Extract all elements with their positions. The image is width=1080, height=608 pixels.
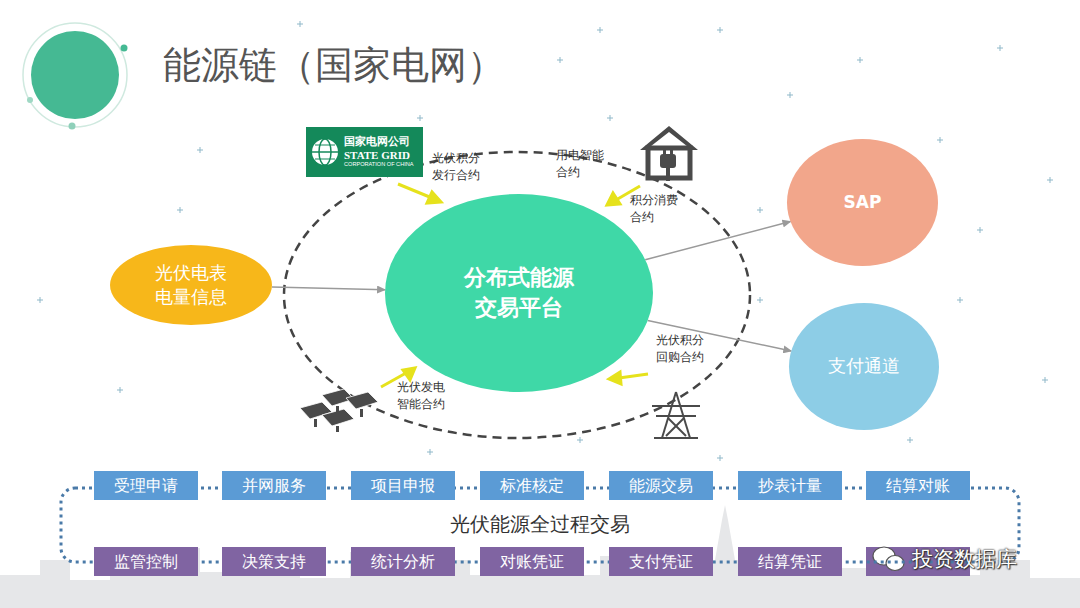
skyline [0,505,1080,608]
contract-label: 光伏积分 回购合约 [656,332,709,367]
node-text: 统计分析 [371,551,435,573]
star [757,207,763,213]
node-text: 分布式能源 交易平台 [457,263,580,322]
star [937,137,943,143]
node-text: 并网服务 [242,475,306,497]
contract-label: 积分消费 合约 [630,192,683,227]
star [177,207,183,213]
solar-panel-icon [300,389,378,432]
star [907,437,913,443]
star [427,449,433,455]
node-text: 结算凭证 [758,551,822,573]
node-text: 标准核定 [500,475,564,497]
title-badge [23,23,128,130]
star [417,115,423,121]
process-box: 结算凭证 [738,547,842,576]
process-box: 结算对账 [866,471,970,500]
ellipse-node: 支付通道 [789,303,939,430]
power-tower-icon [652,392,700,438]
process-box: 项目申报 [351,471,455,500]
star [997,45,1003,51]
node-text: 能源交易 [629,475,693,497]
star [37,297,43,303]
contract-label: 光伏发电 智能合约 [397,379,450,414]
process-box: 统计分析 [351,547,455,576]
contract-label: 用电智能 合约 [556,147,609,182]
process-box: 支付凭证 [609,547,713,576]
star [957,297,963,303]
star-field [37,21,1053,461]
platform-ring [284,152,750,438]
star [977,227,983,233]
slide-title: 能源链（国家电网） [163,40,505,91]
flow-arrow [272,287,385,290]
flow-arrow [645,221,790,259]
ellipse-node: 光伏电表 电量信息 [110,245,272,325]
star [557,57,563,63]
watermark: 投资数据库 [912,544,1004,574]
logo-text: STATE GRID [344,149,410,162]
node-text: 受理申请 [114,475,178,497]
process-box: 标准核定 [480,471,584,500]
node-text: 支付通道 [828,354,900,378]
star [597,27,603,33]
process-box: 抄表计量 [738,471,842,500]
star [1047,177,1053,183]
star [717,27,723,33]
node-text: 监管控制 [114,551,178,573]
logo-text: CORPORATION OF CHINA [344,161,414,167]
node-text: SAP [844,191,882,214]
process-box: 监管控制 [94,547,198,576]
star [297,21,303,27]
node-text: 对账凭证 [500,551,564,573]
band-title: 光伏能源全过程交易 [446,511,634,538]
star [117,387,123,393]
process-box: 受理申请 [94,471,198,500]
star [757,297,763,303]
star [607,115,613,121]
ellipse-node: 分布式能源 交易平台 [385,194,653,392]
ellipse-node: SAP [787,139,938,266]
process-box: 对账凭证 [480,547,584,576]
node-text: 支付凭证 [629,551,693,573]
house-icon [640,126,698,181]
process-box: 决策支持 [222,547,326,576]
star [787,92,793,98]
globe-emblem [310,137,340,167]
company-logo: 国家电网公司STATE GRIDCORPORATION OF CHINA [306,127,423,177]
wechat-icon [873,547,904,571]
node-text: 决策支持 [242,551,306,573]
process-band: 光伏能源全过程交易 受理申请 并网服务 项目申报 标准核定 能源交易 抄表计量 结算对账监管控… [58,470,1022,578]
process-box: 能源交易 [609,471,713,500]
logo-text: 国家电网公司 [344,136,410,149]
node-text: 光伏电表 电量信息 [150,261,233,310]
star [1042,377,1048,383]
node-text: 项目申报 [371,475,435,497]
node-text: 抄表计量 [758,475,822,497]
star [197,147,203,153]
node-text: 结算对账 [886,475,950,497]
star [577,437,583,443]
contract-label: 光伏积分 发行合约 [432,150,485,185]
star [717,455,723,461]
star [857,57,863,63]
process-box: 并网服务 [222,471,326,500]
